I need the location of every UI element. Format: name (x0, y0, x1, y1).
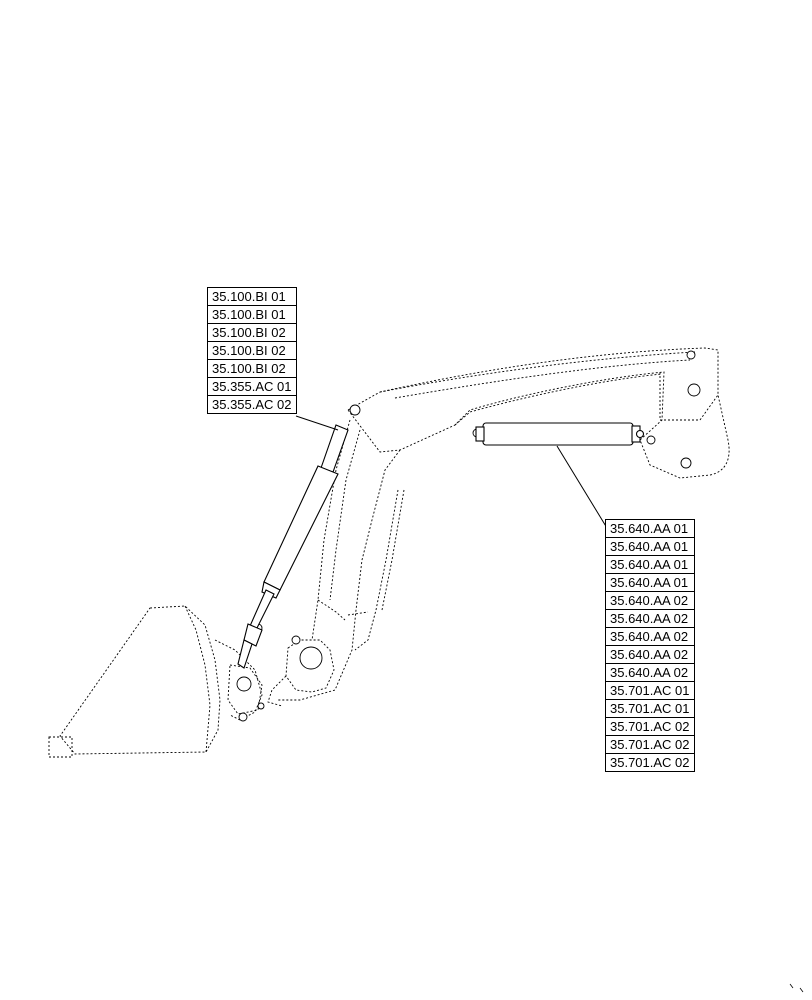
reference-code[interactable]: 35.640.AA 02 (605, 663, 695, 682)
reference-code[interactable]: 35.355.AC 02 (207, 395, 297, 414)
reference-row: 35.701.AC 01 (605, 699, 695, 718)
reference-row: 35.640.AA 01 (605, 555, 695, 574)
reference-code[interactable]: 35.100.BI 01 (207, 287, 297, 306)
bucket-outline (48, 605, 263, 758)
reference-code[interactable]: 35.100.BI 02 (207, 341, 297, 360)
reference-row: 35.701.AC 02 (605, 753, 695, 772)
reference-code[interactable]: 35.640.AA 01 (605, 555, 695, 574)
reference-row: 35.640.AA 02 (605, 645, 695, 664)
reference-row: 35.100.BI 02 (207, 359, 297, 378)
reference-row: 35.355.AC 02 (207, 395, 297, 414)
reference-code[interactable]: 35.701.AC 01 (605, 681, 695, 700)
reference-row: 35.640.AA 02 (605, 663, 695, 682)
reference-row: 35.640.AA 01 (605, 573, 695, 592)
reference-code[interactable]: 35.640.AA 01 (605, 573, 695, 592)
reference-code[interactable]: 35.640.AA 02 (605, 645, 695, 664)
reference-code[interactable]: 35.640.AA 01 (605, 519, 695, 538)
reference-row: 35.100.BI 01 (207, 305, 297, 324)
reference-code[interactable]: 35.355.AC 01 (207, 377, 297, 396)
reference-row: 35.701.AC 02 (605, 735, 695, 754)
reference-row: 35.640.AA 01 (605, 519, 695, 538)
tilt-cylinder-reference-table: 35.640.AA 01 35.640.AA 01 35.640.AA 01 3… (605, 519, 695, 772)
loader-arm-outline (267, 347, 730, 707)
reference-row: 35.701.AC 02 (605, 717, 695, 736)
reference-code[interactable]: 35.100.BI 02 (207, 359, 297, 378)
reference-code[interactable]: 35.701.AC 01 (605, 699, 695, 718)
reference-row: 35.640.AA 02 (605, 609, 695, 628)
reference-code[interactable]: 35.100.BI 02 (207, 323, 297, 342)
lift-cylinder (237, 424, 349, 669)
reference-row: 35.100.BI 02 (207, 341, 297, 360)
reference-code[interactable]: 35.100.BI 01 (207, 305, 297, 324)
lift-cylinder-reference-table: 35.100.BI 01 35.100.BI 01 35.100.BI 02 3… (207, 287, 297, 414)
reference-code[interactable]: 35.701.AC 02 (605, 753, 695, 772)
reference-code[interactable]: 35.640.AA 02 (605, 609, 695, 628)
reference-row: 35.355.AC 01 (207, 377, 297, 396)
reference-row: 35.100.BI 02 (207, 323, 297, 342)
reference-row: 35.640.AA 02 (605, 627, 695, 646)
reference-code[interactable]: 35.701.AC 02 (605, 717, 695, 736)
reference-row: 35.640.AA 02 (605, 591, 695, 610)
reference-code[interactable]: 35.640.AA 02 (605, 591, 695, 610)
reference-row: 35.640.AA 01 (605, 537, 695, 556)
leader-lines (295, 415, 608, 529)
corner-marks (789, 983, 804, 993)
reference-code[interactable]: 35.640.AA 02 (605, 627, 695, 646)
reference-row: 35.100.BI 01 (207, 287, 297, 306)
reference-row: 35.701.AC 01 (605, 681, 695, 700)
tilt-cylinder (475, 422, 645, 446)
reference-code[interactable]: 35.701.AC 02 (605, 735, 695, 754)
pivot-pins (236, 350, 701, 722)
reference-code[interactable]: 35.640.AA 01 (605, 537, 695, 556)
